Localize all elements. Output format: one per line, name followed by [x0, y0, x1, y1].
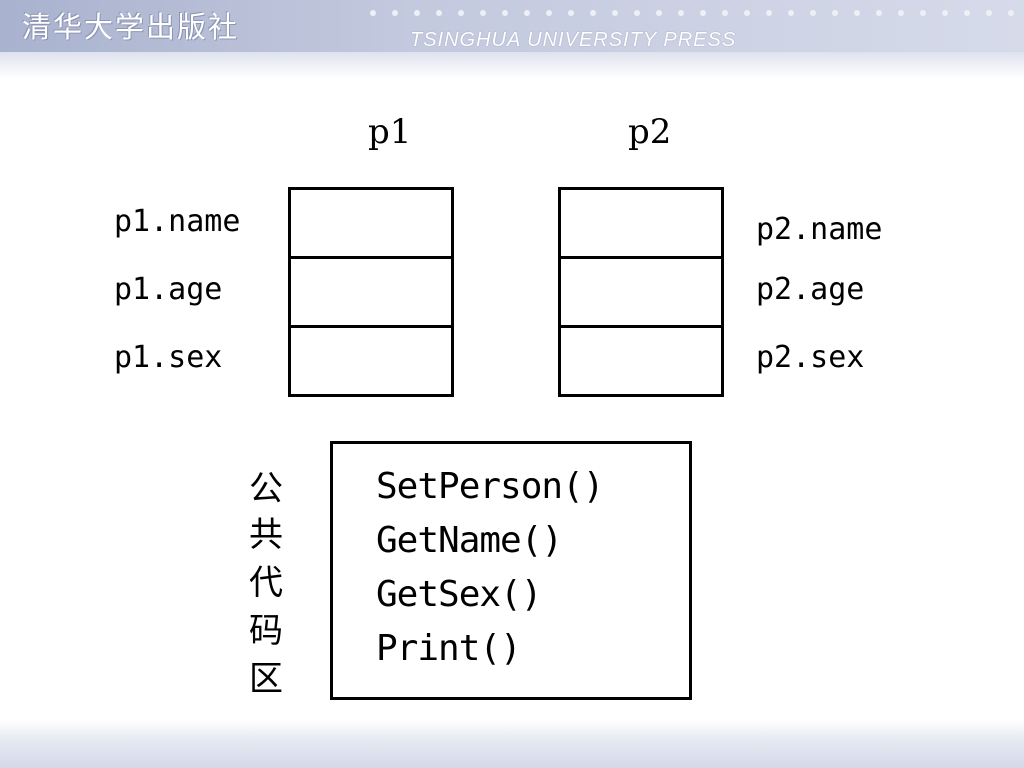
field-label-p2-sex: p2.sex [756, 340, 865, 375]
object-title-p2: p2 [628, 112, 672, 152]
method-set-person: SetPerson() [376, 466, 604, 507]
field-label-p2-name: p2.name [756, 212, 883, 247]
publisher-name-cn: 清华大学出版社 [22, 10, 240, 44]
field-label-p2-age: p2.age [756, 272, 865, 307]
field-cell-sex [291, 328, 451, 394]
method-get-sex: GetSex() [376, 574, 542, 615]
shared-code-label-char: 区 [249, 659, 283, 699]
footer-band [0, 720, 1024, 768]
field-label-p1-sex: p1.sex [114, 340, 223, 375]
header-dots [370, 10, 1024, 18]
field-label-p1-age: p1.age [114, 272, 223, 307]
field-cell-age [291, 259, 451, 328]
field-cell-age [561, 259, 721, 328]
header-banner: 清华大学出版社 TSINGHUA UNIVERSITY PRESS [0, 0, 1024, 78]
field-cell-name [291, 190, 451, 259]
shared-code-box: SetPerson() GetName() GetSex() Print() [330, 441, 692, 700]
field-cell-sex [561, 328, 721, 394]
method-print: Print() [376, 628, 522, 669]
shared-code-label-char: 码 [249, 611, 283, 651]
field-label-p1-name: p1.name [114, 204, 241, 239]
publisher-name-en: TSINGHUA UNIVERSITY PRESS [410, 29, 737, 51]
header-band [0, 0, 1024, 52]
shared-code-label-char: 代 [249, 563, 283, 603]
shared-code-label-char: 公 [249, 469, 283, 509]
object-title-p1: p1 [368, 112, 412, 152]
field-cell-name [561, 190, 721, 259]
shared-code-label-char: 共 [249, 515, 283, 555]
object-box-p2 [558, 187, 724, 397]
object-box-p1 [288, 187, 454, 397]
method-get-name: GetName() [376, 520, 563, 561]
